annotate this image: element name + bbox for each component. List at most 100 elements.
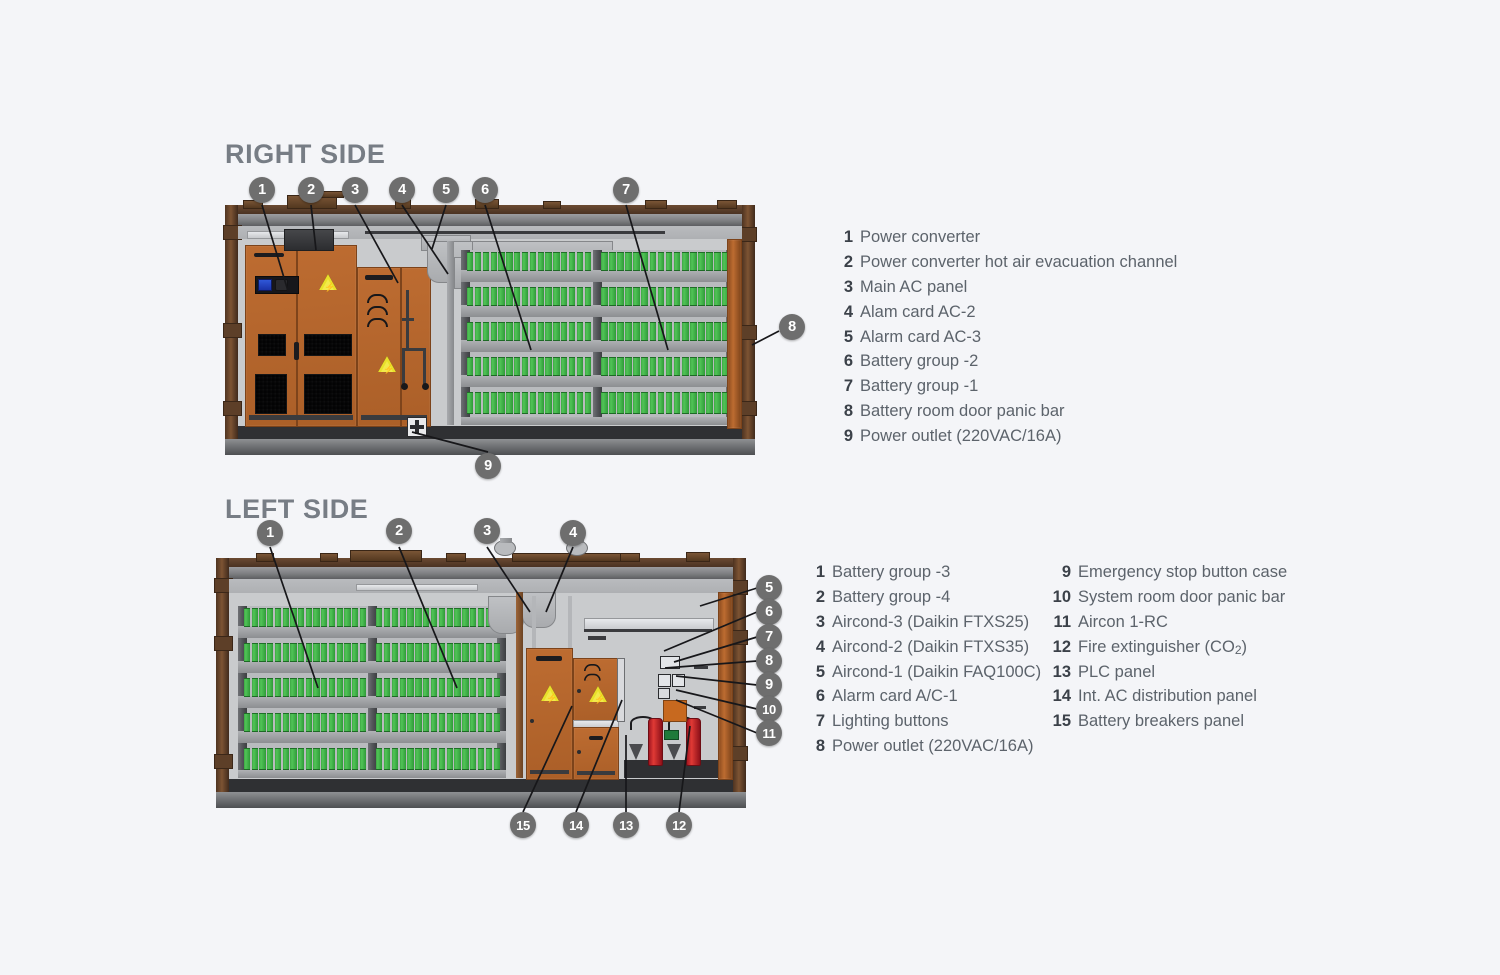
rack-shelf bbox=[461, 270, 735, 282]
fire-extinguisher bbox=[648, 718, 663, 766]
floor-plinth bbox=[229, 779, 733, 792]
corner-casting bbox=[223, 323, 242, 338]
legend-item: 4 Alam card AC-2 bbox=[833, 303, 1177, 327]
extinguisher-nozzle bbox=[629, 744, 643, 760]
panel-handle bbox=[365, 275, 393, 280]
extinguisher-platform bbox=[624, 760, 724, 778]
fire-extinguisher bbox=[686, 718, 701, 766]
callout-marker-right-7[interactable]: 7 bbox=[613, 177, 639, 203]
callout-marker-left-2[interactable]: 2 bbox=[386, 518, 412, 544]
callout-marker-left-7[interactable]: 7 bbox=[756, 624, 782, 650]
legend-number: 13 bbox=[1052, 662, 1071, 681]
callout-marker-right-4[interactable]: 4 bbox=[389, 177, 415, 203]
cable-arcs-icon bbox=[367, 294, 388, 330]
legend-label: Battery group -1 bbox=[860, 377, 979, 396]
hot-air-evacuation-channel bbox=[284, 229, 334, 251]
legend-label: Aircond-3 (Daikin FTXS25) bbox=[832, 612, 1030, 631]
legend-number: 1 bbox=[843, 228, 853, 246]
legend-number: 7 bbox=[815, 712, 825, 731]
callout-marker-left-1[interactable]: 1 bbox=[257, 520, 283, 546]
ventilation-grille bbox=[255, 374, 287, 414]
battery-cell-row bbox=[467, 322, 591, 341]
corner-post-right bbox=[733, 558, 746, 808]
callout-marker-left-3[interactable]: 3 bbox=[474, 518, 500, 544]
battery-cell-row bbox=[244, 643, 366, 662]
rack-shelf bbox=[238, 770, 506, 778]
ventilation-grille bbox=[258, 334, 286, 356]
power-converter-cabinet: ⚡ bbox=[245, 245, 357, 427]
legend-number: 2 bbox=[843, 252, 853, 271]
callout-marker-left-8[interactable]: 8 bbox=[756, 648, 782, 674]
bottom-rail bbox=[216, 792, 746, 808]
callout-marker-left-10[interactable]: 10 bbox=[756, 696, 782, 722]
callout-marker-left-12[interactable]: 12 bbox=[666, 812, 692, 838]
callout-marker-left-11[interactable]: 11 bbox=[756, 720, 782, 746]
callout-marker-right-2[interactable]: 2 bbox=[298, 177, 324, 203]
legend-item: 3 Aircond-3 (Daikin FTXS25) bbox=[805, 613, 1041, 637]
battery-cell-row bbox=[376, 643, 500, 662]
top-rail bbox=[225, 214, 755, 226]
legend-number: 11 bbox=[1053, 612, 1071, 631]
roof-fitting bbox=[243, 200, 263, 209]
legend-number: 9 bbox=[1061, 563, 1071, 581]
callout-marker-right-3[interactable]: 3 bbox=[342, 177, 368, 203]
battery-cell-row bbox=[376, 678, 500, 697]
legend-number: 14 bbox=[1052, 687, 1071, 706]
legend-label: Aircond-1 (Daikin FAQ100C) bbox=[832, 662, 1042, 681]
system-room-door-panic-bar bbox=[718, 592, 733, 780]
legend-label: Battery group -4 bbox=[832, 587, 951, 606]
int-ac-distribution-panel: ⚡ bbox=[573, 658, 619, 722]
legend-number: 9 bbox=[843, 427, 853, 446]
callout-marker-right-8[interactable]: 8 bbox=[779, 314, 805, 340]
ceiling-rail bbox=[365, 231, 665, 234]
callout-marker-left-6[interactable]: 6 bbox=[756, 599, 782, 625]
legend-item: 2 Battery group -4 bbox=[805, 588, 1041, 612]
legend-number: 2 bbox=[815, 587, 825, 606]
left-side-container-drawing: ⚡ ⚡ bbox=[214, 538, 748, 808]
roof-trim bbox=[216, 558, 746, 567]
callout-marker-left-13[interactable]: 13 bbox=[613, 812, 639, 838]
callout-marker-left-14[interactable]: 14 bbox=[563, 812, 589, 838]
lighting-button bbox=[658, 674, 671, 687]
corner-post-left bbox=[216, 558, 229, 808]
legend-item: 7 Battery group -1 bbox=[833, 377, 1177, 401]
legend-label: Power converter hot air evacuation chann… bbox=[860, 252, 1178, 271]
callout-marker-left-9[interactable]: 9 bbox=[756, 672, 782, 698]
battery-cell-row bbox=[244, 713, 366, 732]
rack-shelf bbox=[238, 626, 506, 638]
legend-number: 5 bbox=[843, 327, 853, 346]
legend-label: Alam card AC-2 bbox=[860, 302, 976, 321]
right-side-title: RIGHT SIDE bbox=[225, 139, 386, 169]
callout-marker-right-5[interactable]: 5 bbox=[433, 177, 459, 203]
callout-marker-left-4[interactable]: 4 bbox=[560, 520, 586, 546]
main-ac-panel: ⚡ bbox=[357, 267, 431, 427]
callout-marker-right-6[interactable]: 6 bbox=[472, 177, 498, 203]
power-outlet bbox=[407, 417, 427, 437]
callout-marker-left-5[interactable]: 5 bbox=[756, 575, 782, 601]
legend-number: 6 bbox=[815, 687, 825, 706]
vertical-pipe bbox=[447, 241, 454, 425]
legend-number: 7 bbox=[843, 377, 853, 396]
hazard-warning-icon bbox=[378, 356, 396, 372]
lighting-button bbox=[672, 674, 685, 687]
power-outlet bbox=[658, 688, 670, 699]
battery-cell-row bbox=[601, 287, 729, 306]
legend-label: Aircond-2 (Daikin FTXS35) bbox=[832, 637, 1030, 656]
callout-marker-right-1[interactable]: 1 bbox=[249, 177, 275, 203]
callout-marker-left-15[interactable]: 15 bbox=[510, 812, 536, 838]
cabinet-handle bbox=[254, 253, 284, 257]
legend-number: 4 bbox=[843, 302, 853, 321]
legend-number: 3 bbox=[815, 612, 825, 631]
legend-number: 4 bbox=[815, 637, 825, 656]
rack-shelf bbox=[461, 417, 735, 425]
callout-marker-right-9[interactable]: 9 bbox=[475, 453, 501, 479]
